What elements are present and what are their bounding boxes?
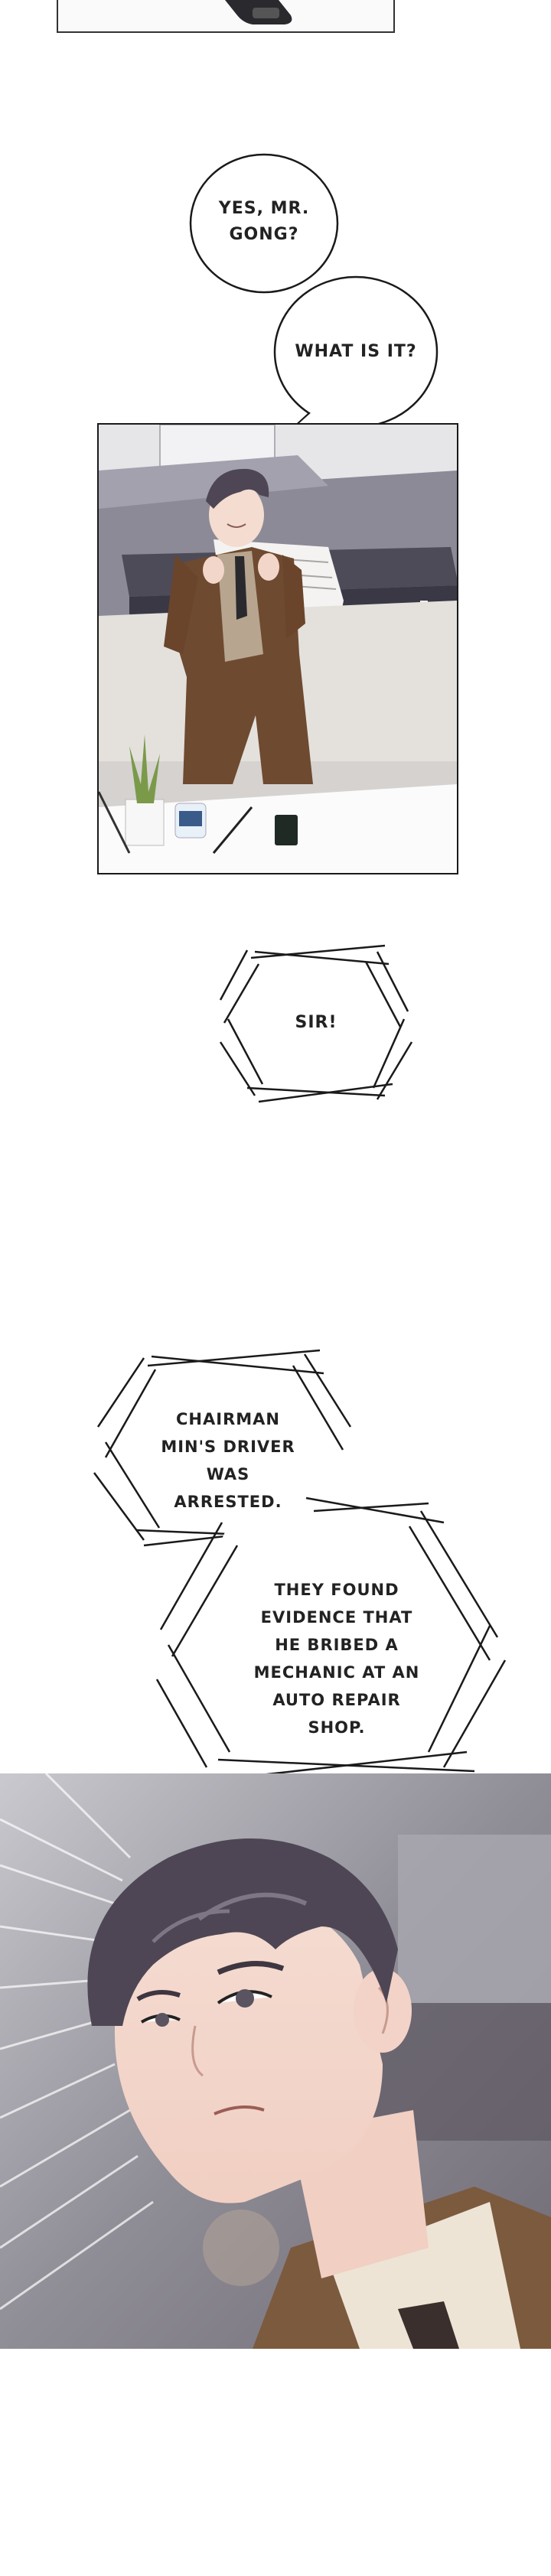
panel-man-in-room [97, 423, 458, 874]
room-illustration [99, 425, 457, 873]
bubble-1-text: YES, MR. GONG? [218, 199, 310, 244]
narration-box-evidence: THEY FOUND EVIDENCE THAT HE BRIBED A MEC… [153, 1492, 513, 1790]
chairman-text: CHAIRMAN MIN'S DRIVER WAS ARRESTED. [161, 1410, 295, 1511]
phone-illustration [57, 0, 395, 33]
narration-box-chairman: CHAIRMAN MIN'S DRIVER WAS ARRESTED. [90, 1335, 366, 1557]
panel-top-phone [0, 0, 551, 46]
panel-closeup [0, 1773, 551, 2349]
speech-bubble-1: YES, MR. GONG? [187, 151, 341, 297]
sir-text: SIR! [295, 1013, 337, 1032]
closeup-illustration [0, 1773, 551, 2349]
evidence-text: THEY FOUND EVIDENCE THAT HE BRIBED A MEC… [253, 1581, 420, 1737]
hexagon-frame [155, 1496, 507, 1780]
bubble-2-text: WHAT IS IT? [295, 342, 417, 361]
hexagon-frame [93, 1349, 352, 1547]
narration-box-sir: SIR! [217, 935, 416, 1111]
hexagon-frame [219, 944, 413, 1103]
bubble-shape [189, 153, 339, 294]
